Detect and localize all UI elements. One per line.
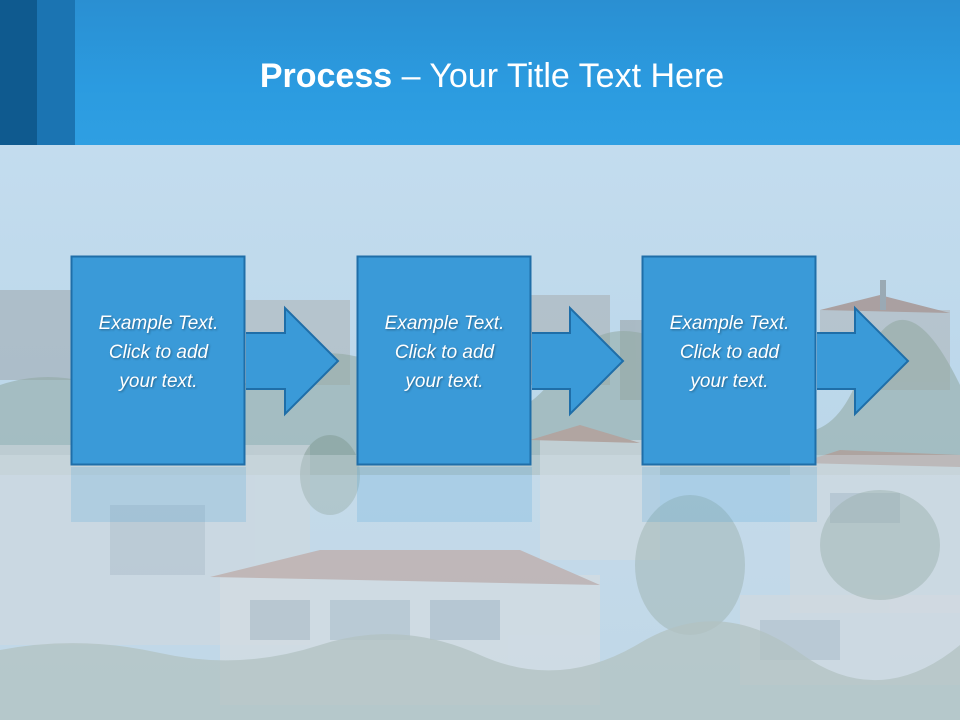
header-accent-dark <box>0 0 37 145</box>
slide-title[interactable]: Process – Your Title Text Here <box>0 54 960 98</box>
background-photo <box>0 145 960 720</box>
step-line-2: Click to add <box>679 342 780 363</box>
step-line-3: your text. <box>690 371 769 392</box>
title-rest-part: – Your Title Text Here <box>392 57 725 95</box>
step-line-1: Example Text. <box>669 313 790 334</box>
step-line-3: your text. <box>119 371 198 392</box>
header-accent-mid <box>37 0 75 145</box>
arrow-right-icon <box>532 305 625 417</box>
process-step-3[interactable]: Example Text. Click to add your text. <box>641 255 817 466</box>
step-arrow-shape <box>641 255 817 466</box>
step-text[interactable]: Example Text. Click to add your text. <box>71 309 246 396</box>
step-line-1: Example Text. <box>98 313 219 334</box>
arrow-right-icon <box>817 305 910 417</box>
step-line-2: Click to add <box>108 342 209 363</box>
title-bold-part: Process <box>259 57 393 95</box>
step-line-1: Example Text. <box>384 313 505 334</box>
step-arrow-shape <box>356 255 532 466</box>
step-text[interactable]: Example Text. Click to add your text. <box>642 309 817 396</box>
process-step-2[interactable]: Example Text. Click to add your text. <box>356 255 532 466</box>
arrow-right-icon <box>246 305 340 417</box>
step-arrow-shape <box>70 255 246 466</box>
step-line-2: Click to add <box>394 342 495 363</box>
process-step-1[interactable]: Example Text. Click to add your text. <box>70 255 246 466</box>
step-text[interactable]: Example Text. Click to add your text. <box>357 309 532 396</box>
title-bar: Process – Your Title Text Here <box>0 0 960 145</box>
step-line-3: your text. <box>405 371 484 392</box>
